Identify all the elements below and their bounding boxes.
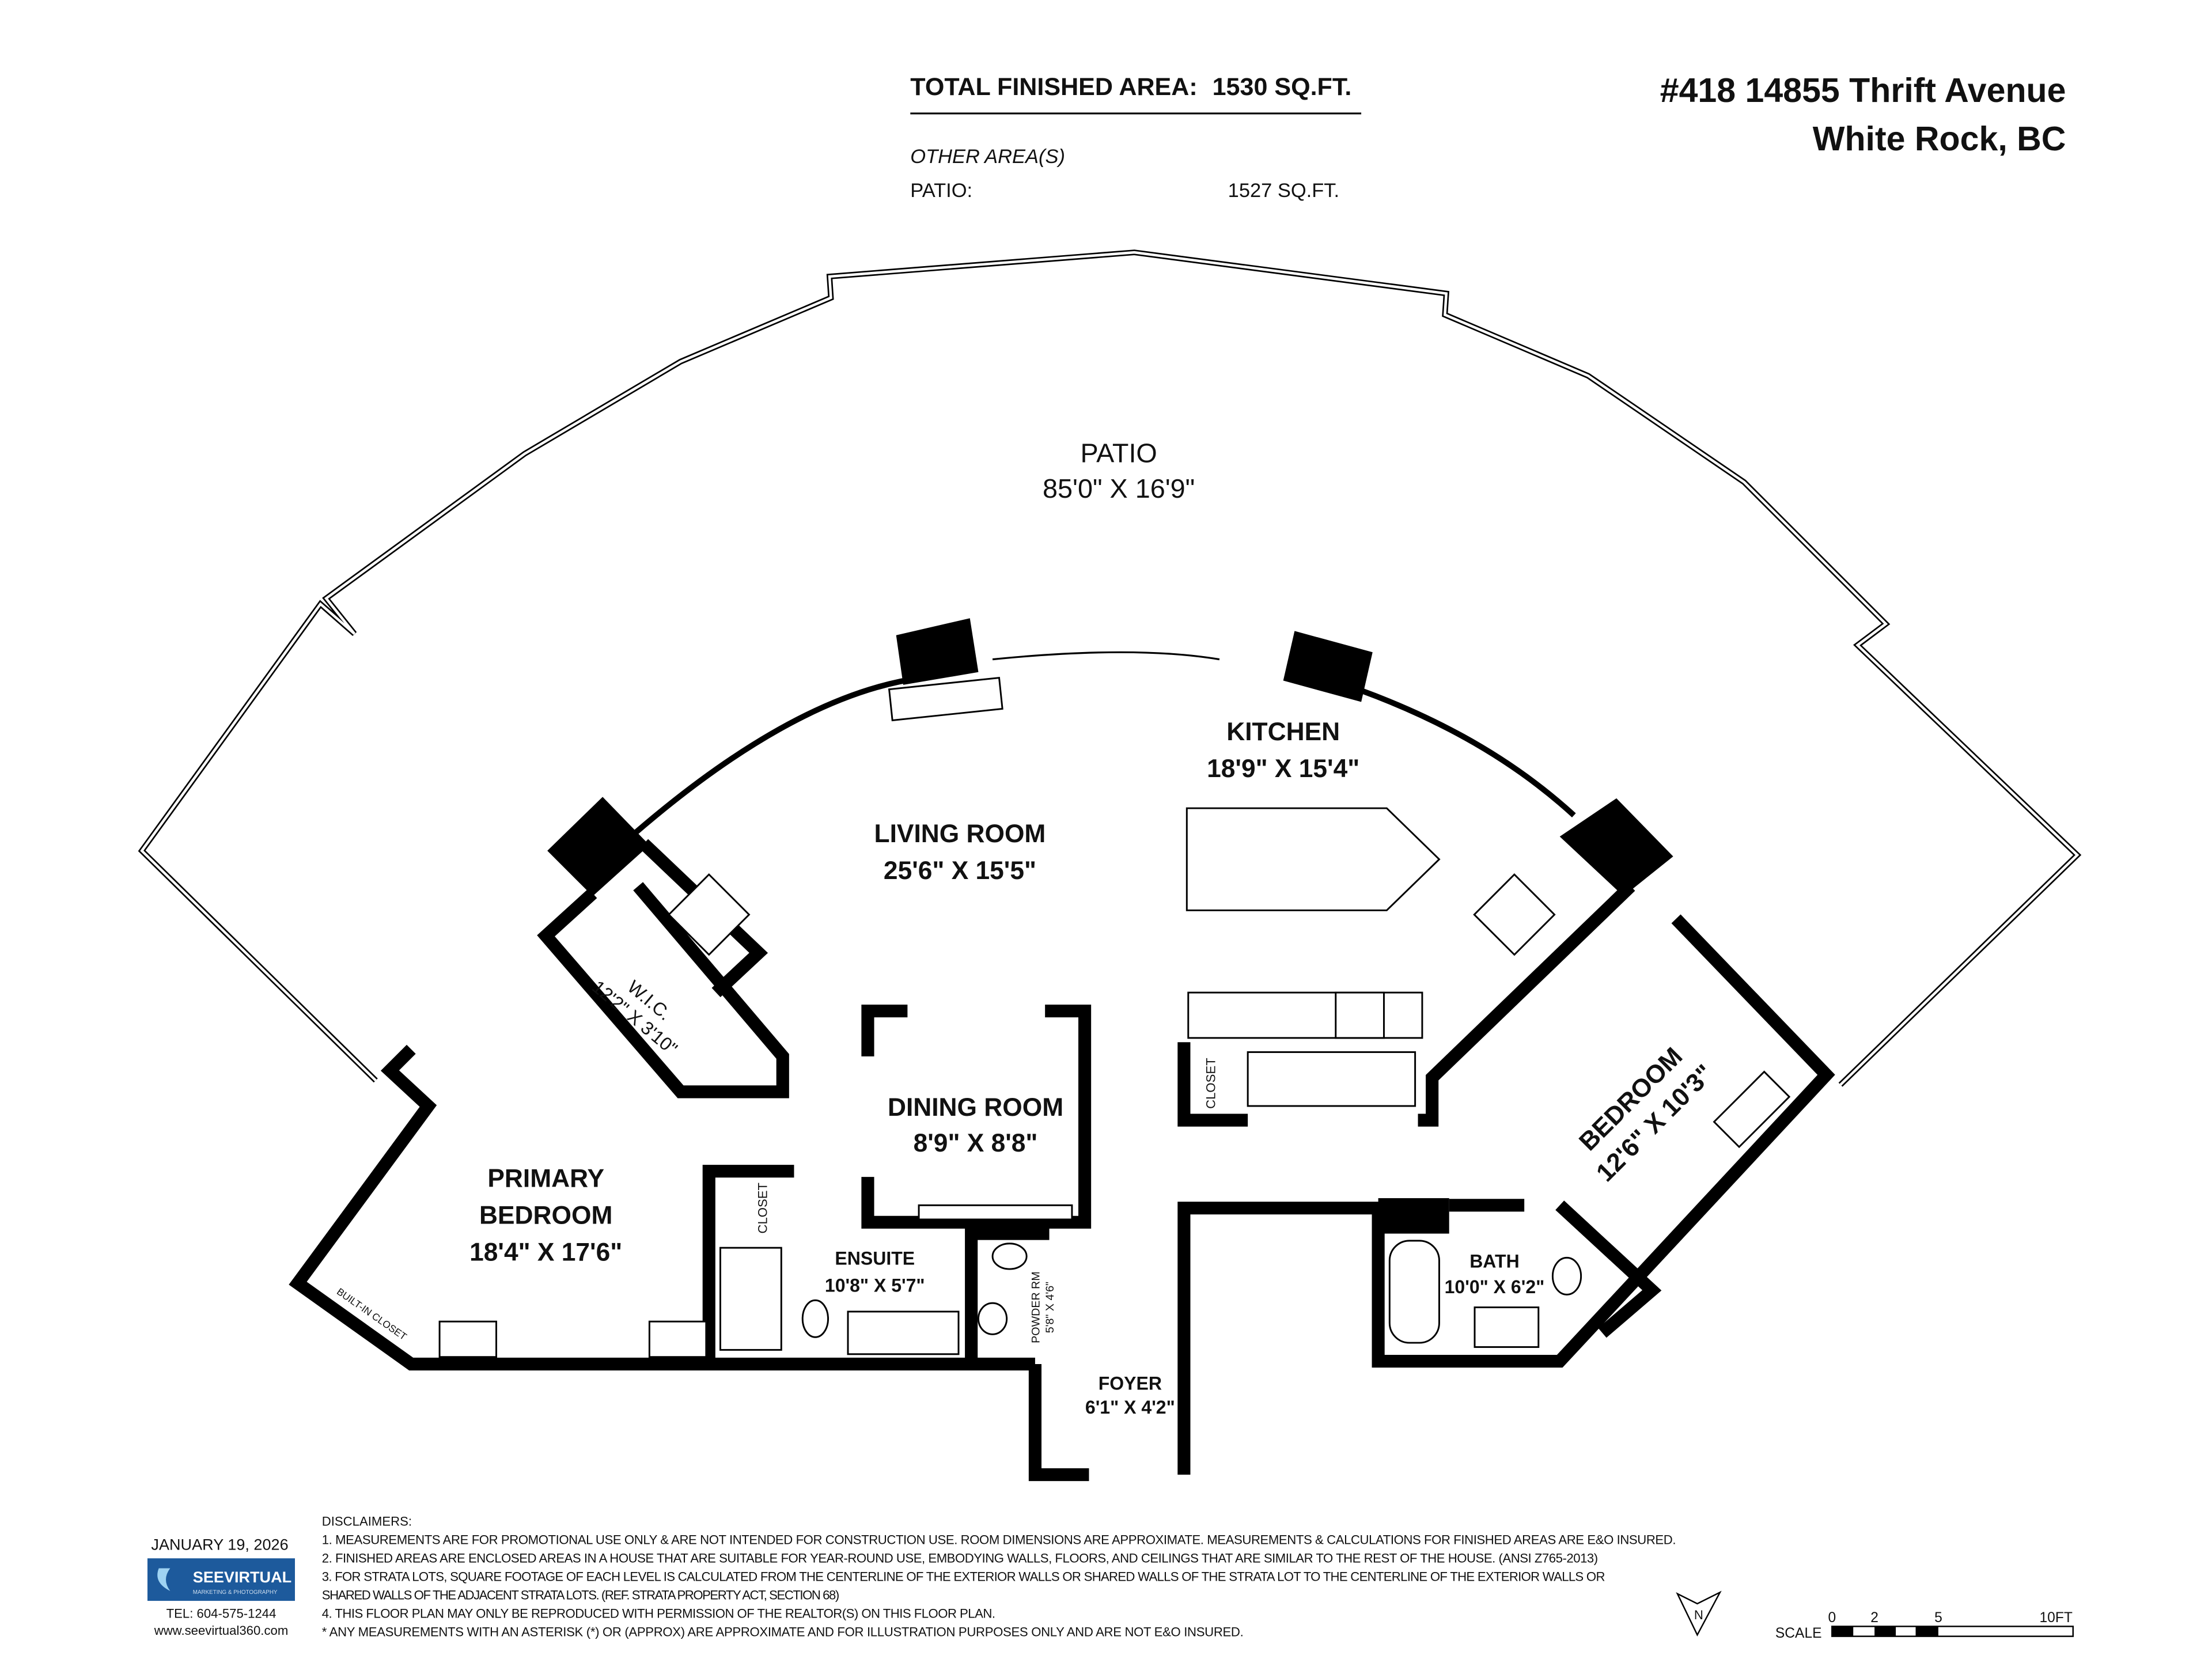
window-wall-right	[1360, 688, 1576, 818]
ensuite-toilet	[801, 1299, 830, 1338]
disclaimer-3: 3. FOR STRATA LOTS, SQUARE FOOTAGE OF EA…	[322, 1570, 1605, 1584]
svg-text:SEEVIRTUAL: SEEVIRTUAL	[193, 1568, 291, 1586]
nightstand-right	[648, 1320, 707, 1358]
primary-bedroom-dims: 18'4" X 17'6"	[469, 1238, 622, 1266]
wet-bar	[668, 873, 751, 956]
bedroom-dresser	[1713, 1070, 1791, 1149]
fixtures	[438, 807, 1791, 1358]
kitchen-dims: 18'9" X 15'4"	[1207, 755, 1359, 783]
svg-text:SCALE: SCALE	[1775, 1626, 1822, 1641]
seevirtual-logo: SEEVIRTUAL MARKETING & PHOTOGRAPHY	[147, 1558, 295, 1601]
kitchen-name: KITCHEN	[1226, 718, 1340, 746]
svg-text:MARKETING & PHOTOGRAPHY: MARKETING & PHOTOGRAPHY	[193, 1589, 278, 1596]
stove	[1335, 991, 1385, 1039]
dining-room-dims: 8'9" X 8'8"	[914, 1129, 1038, 1157]
walls	[289, 839, 1835, 1482]
patio-dims: 85'0" X 16'9"	[1043, 474, 1195, 503]
bath-dims: 10'0" X 6'2"	[1445, 1277, 1545, 1297]
ensuite-name: ENSUITE	[835, 1248, 915, 1269]
kitchen-island	[1185, 807, 1441, 911]
dining-room-name: DINING ROOM	[888, 1093, 1063, 1122]
disclaimer-3-cont: SHARED WALLS OF THE ADJACENT STRATA LOTS…	[322, 1588, 839, 1603]
columns	[547, 618, 1673, 1234]
svg-text:10FT: 10FT	[2040, 1610, 2073, 1626]
ensuite-dims: 10'8" X 5'7"	[825, 1275, 925, 1296]
total-area-label: TOTAL FINISHED AREA:	[910, 73, 1197, 101]
contact-tel: TEL: 604-575-1244	[166, 1607, 276, 1621]
patio-area-label: PATIO:	[910, 180, 972, 202]
nightstand-left	[438, 1320, 498, 1358]
dining-sideboard	[918, 1204, 1073, 1221]
contact-website[interactable]: www.seevirtual360.com	[154, 1623, 289, 1638]
disclaimers-title: DISCLAIMERS:	[322, 1514, 412, 1529]
powder-sink	[977, 1302, 1008, 1335]
disclaimer-4: 4. THIS FLOOR PLAN MAY ONLY BE REPRODUCE…	[322, 1607, 995, 1621]
kitchen-cabinets	[1247, 1051, 1416, 1107]
living-room-name: LIVING ROOM	[874, 820, 1046, 848]
scale-bar: SCALE 0 2 5 10FT	[1775, 1610, 2074, 1641]
powder-toilet	[991, 1243, 1028, 1270]
north-arrow-icon: N	[1676, 1590, 1722, 1637]
powder-room-name: POWDER RM	[1029, 1271, 1042, 1343]
svg-text:5: 5	[1934, 1610, 1942, 1626]
other-areas-label: OTHER AREA(S)	[910, 146, 1065, 168]
disclaimer-1: 1. MEASUREMENTS ARE FOR PROMOTIONAL USE …	[322, 1533, 1676, 1547]
living-room-dims: 25'6" X 15'5"	[884, 857, 1036, 885]
bath-vanity	[1474, 1306, 1540, 1348]
address-line-1: #418 14855 Thrift Avenue	[1660, 71, 2066, 109]
bathtub	[1388, 1240, 1440, 1344]
bath-toilet	[1551, 1256, 1582, 1296]
window-wall-left	[629, 675, 922, 839]
plan-date: JANUARY 19, 2026	[151, 1535, 288, 1553]
primary-bedroom-name-1: PRIMARY	[487, 1164, 604, 1192]
address-line-2: White Rock, BC	[1813, 120, 2066, 158]
patio-outline	[138, 249, 2082, 1087]
ensuite-vanity	[847, 1310, 960, 1355]
ensuite-closet-label: CLOSET	[756, 1182, 770, 1233]
disclaimer-5: * ANY MEASUREMENTS WITH AN ASTERISK (*) …	[322, 1625, 1244, 1639]
sliding-door	[992, 651, 1220, 661]
svg-text:N: N	[1694, 1608, 1703, 1622]
shower	[719, 1247, 782, 1351]
svg-text:0: 0	[1828, 1610, 1836, 1626]
kitchen-counter	[1187, 991, 1423, 1039]
primary-bedroom-name-2: BEDROOM	[479, 1201, 612, 1229]
total-area-value: 1530 SQ.FT.	[1213, 73, 1352, 101]
foyer-name: FOYER	[1099, 1373, 1162, 1393]
kitchen-sink	[1473, 873, 1556, 956]
disclaimer-2: 2. FINISHED AREAS ARE ENCLOSED AREAS IN …	[322, 1551, 1598, 1566]
patio-name: PATIO	[1080, 438, 1157, 468]
powder-room-dims: 5'8" X 4'6"	[1044, 1282, 1056, 1333]
kitchen-closet-label: CLOSET	[1204, 1058, 1218, 1109]
svg-text:2: 2	[1870, 1610, 1878, 1626]
foyer-dims: 6'1" X 4'2"	[1085, 1397, 1175, 1418]
bath-name: BATH	[1469, 1251, 1520, 1272]
fireplace	[888, 676, 1003, 722]
patio-area-value: 1527 SQ.FT.	[1228, 180, 1339, 202]
